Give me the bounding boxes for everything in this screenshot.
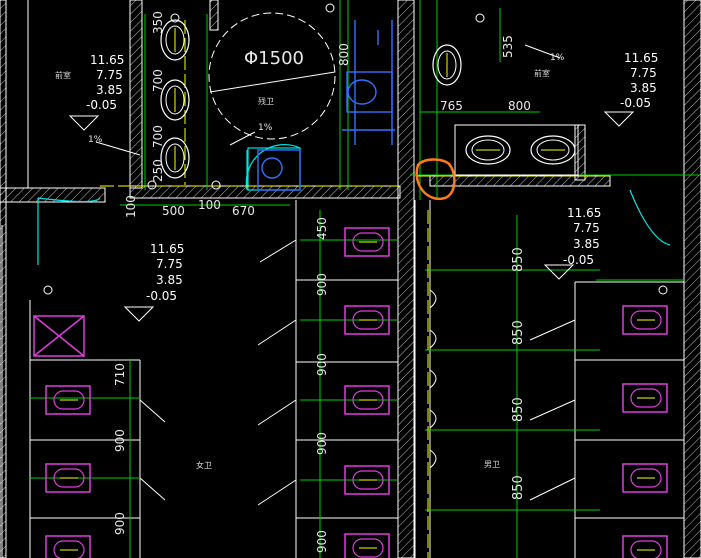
slope-labels: 1% 1% 1% bbox=[88, 53, 565, 145]
slope-1pct-c: 1% bbox=[550, 53, 565, 63]
elevation-group-top-right: 11.65 7.75 3.85 -0.05 bbox=[620, 51, 658, 110]
accessible-fixtures bbox=[257, 20, 395, 191]
wall-urinals bbox=[429, 289, 437, 469]
dim-100-h: 100 bbox=[198, 198, 221, 212]
dim-900-l2: 900 bbox=[113, 512, 127, 535]
dim-800-v: 800 bbox=[337, 43, 351, 66]
slope-1pct-a: 1% bbox=[88, 135, 103, 145]
dimension-labels: 350 700 700 250 100 500 100 670 Φ1500 80… bbox=[113, 11, 531, 553]
slope-leaders bbox=[95, 44, 561, 156]
elev-mr-2: 7.75 bbox=[573, 221, 600, 235]
slope-1pct-b: 1% bbox=[258, 123, 273, 133]
elevation-group-top-left: 11.65 7.75 3.85 -0.05 bbox=[86, 53, 124, 112]
elev-tr-1: 11.65 bbox=[624, 51, 658, 65]
toilets-middle-column bbox=[344, 227, 390, 558]
sinks-row-right bbox=[454, 124, 579, 176]
dim-100-v: 100 bbox=[124, 195, 138, 218]
elev-tr-3: 3.85 bbox=[630, 81, 657, 95]
room-label-tl: 前室 bbox=[55, 70, 71, 80]
dim-670: 670 bbox=[232, 204, 255, 218]
room-label-accessible: 残卫 bbox=[258, 96, 274, 106]
partitions bbox=[30, 200, 684, 558]
dim-phi1500: Φ1500 bbox=[244, 48, 304, 69]
elevation-markers bbox=[68, 111, 635, 322]
toilets-left-column bbox=[45, 385, 91, 558]
mop-sink bbox=[33, 315, 85, 357]
elev-mr-1: 11.65 bbox=[567, 206, 601, 220]
room-label-women: 女卫 bbox=[196, 460, 212, 470]
elev-ml-4: -0.05 bbox=[146, 289, 177, 303]
dim-535: 535 bbox=[501, 35, 515, 58]
dim-250: 250 bbox=[151, 159, 165, 182]
elev-ml-1: 11.65 bbox=[150, 242, 184, 256]
turning-circle-diameter-line bbox=[209, 71, 336, 93]
dim-900-m4: 900 bbox=[315, 530, 329, 553]
dim-710: 710 bbox=[113, 363, 127, 386]
room-label-men: 男卫 bbox=[484, 460, 500, 469]
dim-765: 765 bbox=[440, 99, 463, 113]
dim-700-a: 700 bbox=[151, 69, 165, 92]
elev-tl-3: 3.85 bbox=[96, 83, 123, 97]
yellow-lines bbox=[100, 20, 610, 558]
floor-drains bbox=[43, 3, 668, 295]
elev-ml-3: 3.85 bbox=[156, 273, 183, 287]
elev-tl-4: -0.05 bbox=[86, 98, 117, 112]
dim-900-l1: 900 bbox=[113, 429, 127, 452]
dim-450: 450 bbox=[315, 217, 329, 240]
dim-850-4: 850 bbox=[511, 475, 526, 500]
elev-mr-3: 3.85 bbox=[573, 237, 600, 251]
dim-350: 350 bbox=[151, 11, 165, 34]
elevation-group-mid-right: 11.65 7.75 3.85 -0.05 bbox=[563, 206, 601, 267]
elev-tl-1: 11.65 bbox=[90, 53, 124, 67]
elev-tl-2: 7.75 bbox=[96, 68, 123, 82]
elev-tr-4: -0.05 bbox=[620, 96, 651, 110]
toilets-right-column bbox=[622, 305, 668, 558]
elevation-group-mid-left: 11.65 7.75 3.85 -0.05 bbox=[146, 242, 184, 303]
elev-mr-4: -0.05 bbox=[563, 253, 594, 267]
dim-850-2: 850 bbox=[511, 320, 526, 345]
dim-500: 500 bbox=[162, 204, 185, 218]
elev-tr-2: 7.75 bbox=[630, 66, 657, 80]
room-label-tr: 前室 bbox=[534, 68, 550, 78]
highlight-circle bbox=[415, 158, 456, 201]
dim-850-1: 850 bbox=[511, 247, 526, 272]
dim-800-h: 800 bbox=[508, 99, 531, 113]
turning-circle bbox=[208, 12, 336, 140]
dim-850-3: 850 bbox=[511, 397, 526, 422]
dim-900-m1: 900 bbox=[315, 273, 329, 296]
room-labels: 前室 残卫 前室 女卫 男卫 bbox=[55, 68, 550, 470]
elev-ml-2: 7.75 bbox=[156, 257, 183, 271]
dim-700-b: 700 bbox=[151, 125, 165, 148]
dim-900-m2: 900 bbox=[315, 353, 329, 376]
dim-900-m3: 900 bbox=[315, 432, 329, 455]
